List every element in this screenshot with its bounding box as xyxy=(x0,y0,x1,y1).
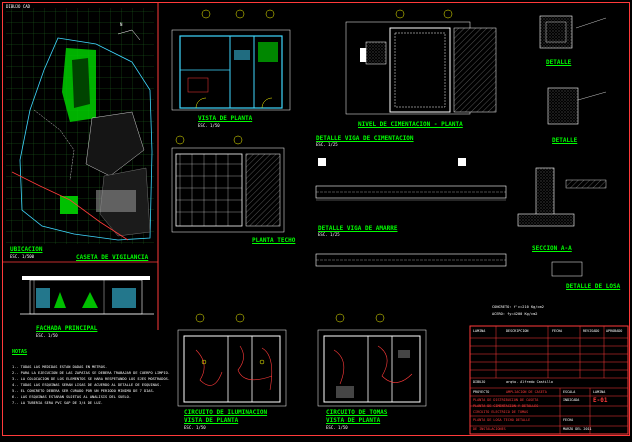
note-item: 5.- EL CONCRETO DEBERA SER CURADO POR UN… xyxy=(12,389,155,393)
spec-acero: ACERO: fy=4200 Kg/cm2 xyxy=(492,312,538,316)
tb-proyecto-label: PROYECTO xyxy=(473,390,490,394)
scale-viga-cimentacion: ESC. 1/25 xyxy=(316,142,338,147)
location-map: N xyxy=(6,8,154,244)
scale-iluminacion: ESC. 1/50 xyxy=(184,425,206,430)
tb-lamina: E-01 xyxy=(593,397,608,404)
tb-lamina-label: LAMINA xyxy=(593,390,606,394)
tb-desc-line: CIRCUITO ELECTRICO DE TOMAS xyxy=(473,410,529,414)
scale-ubicacion: ESC. 1/500 xyxy=(10,254,35,259)
tb-header-aprobado: APROBADO xyxy=(606,329,623,333)
outlet-circuit xyxy=(317,329,427,407)
title-block-grid xyxy=(469,325,629,435)
facade-drawing xyxy=(20,276,154,315)
column-details xyxy=(539,15,607,125)
scale-fachada: ESC. 1/50 xyxy=(36,333,58,338)
tb-header-revisado: REVISADO xyxy=(583,329,600,333)
subtitle-tomas: VISTA DE PLANTA xyxy=(326,417,381,424)
tb-escala: INDICADA xyxy=(563,398,580,402)
tb-escala-label: ESCALA xyxy=(563,390,576,394)
title-fachada: FACHADA PRINCIPAL xyxy=(36,325,98,332)
tb-proyecto: AMPLIACION DE CASETA xyxy=(506,390,547,394)
note-item: 3.- LA COLOCACION DE LOS ELEMENTOS SE HA… xyxy=(12,377,170,381)
tb-fecha: MARZO DEL 2011 xyxy=(563,427,592,431)
title-viga-cimentacion: DETALLE VIGA DE CIMENTACION xyxy=(316,135,414,142)
scale-vista-planta: ESC. 1/50 xyxy=(198,123,220,128)
section-detail xyxy=(517,167,607,277)
title-ubicacion: UBICACION xyxy=(10,246,43,253)
roof-plan xyxy=(171,147,285,233)
note-item: 7.- LA TUBERIA SERA PVC SAP DE 3/4 DE LU… xyxy=(12,401,103,405)
tb-desc-line: PLANTA DE CIMENTACION Y DETALLES xyxy=(473,404,539,408)
title-detalle-a: DETALLE xyxy=(546,59,572,66)
tb-fecha-label: FECHA xyxy=(563,418,574,422)
title-seccion: SECCION A-A xyxy=(532,245,572,252)
note-item: 6.- LAS ESQUINAS ESTARAN SUJETAS AL ANAL… xyxy=(12,395,131,399)
tb-desc-line: PLANTA DE LOSA TECHO DETALLE xyxy=(473,418,531,422)
note-item: 1.- TODAS LAS MEDIDAS ESTAN DADAS EN MET… xyxy=(12,365,108,369)
tb-dibujo-label: DIBUJO xyxy=(473,380,486,384)
title-caseta: CASETA DE VIGILANCIA xyxy=(76,254,149,261)
title-losa: DETALLE DE LOSA xyxy=(566,283,621,290)
foundation-plan xyxy=(345,21,497,115)
notes-heading: NOTAS xyxy=(12,349,28,355)
drawing-stamp: DIBUJO CAD xyxy=(6,4,31,9)
tb-desc-line: DE INSTALACIONES xyxy=(473,427,506,431)
floor-plan xyxy=(171,29,291,111)
title-viga-amarre: DETALLE VIGA DE AMARRE xyxy=(318,225,398,232)
scale-tomas: ESC. 1/50 xyxy=(326,425,348,430)
tb-header-descripcion: DESCRIPCION xyxy=(506,329,529,333)
title-tomas: CIRCUITO DE TOMAS xyxy=(326,409,388,416)
tb-header-fecha: FECHA xyxy=(552,329,563,333)
spec-concreto: CONCRETO: f'c=210 Kg/cm2 xyxy=(492,305,544,309)
tb-dibujo: arqto. Alfredo Castillo xyxy=(506,380,553,384)
title-planta-techo: PLANTA TECHO xyxy=(252,237,296,244)
tb-header-lamina: LAMINA xyxy=(473,329,486,333)
svg-text:N: N xyxy=(120,22,123,27)
note-item: 2.- PARA LA EJECUCION DE LAS ZAPATAS SE … xyxy=(12,371,170,375)
scale-viga-amarre: ESC. 1/25 xyxy=(318,232,340,237)
beam-details xyxy=(315,158,507,267)
title-vista-planta: VISTA DE PLANTA xyxy=(198,115,253,122)
lighting-circuit xyxy=(177,329,287,407)
note-item: 4.- TODAS LAS ESQUINAS SERAN LISAS DE AC… xyxy=(12,383,162,387)
title-detalle-b: DETALLE xyxy=(552,137,578,144)
tb-desc-line: PLANTA DE DISTRIBUCION DE CASETA xyxy=(473,398,539,402)
title-cimentacion: NIVEL DE CIMENTACION - PLANTA xyxy=(358,121,463,128)
axis-markers xyxy=(175,9,453,323)
sheet-frame xyxy=(2,2,630,436)
subtitle-iluminacion: VISTA DE PLANTA xyxy=(184,417,239,424)
title-iluminacion: CIRCUITO DE ILUMINACION xyxy=(184,409,268,416)
